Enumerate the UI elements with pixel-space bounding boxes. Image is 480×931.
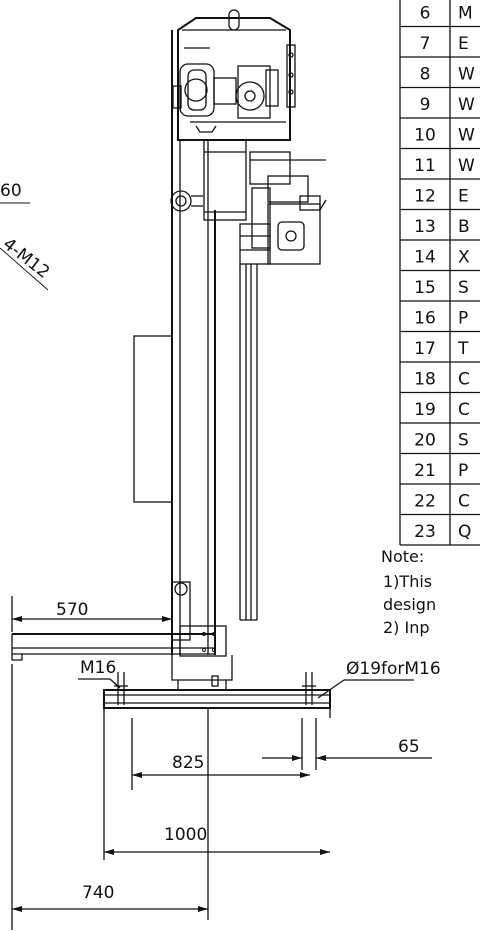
table-row-description: S [458,278,469,298]
table-row-description: B [458,217,470,237]
note-title: Note: [381,547,424,566]
table-row-description: C [458,492,470,512]
table-row-description: X [458,248,470,268]
dim-65-label: 65 [398,737,420,757]
table-row-description: W [458,126,475,146]
table-row-description: T [457,339,469,359]
table-row-number: 16 [414,309,436,329]
dim-740-label: 740 [82,883,114,903]
table-row-number: 13 [414,217,436,237]
table-row-number: 15 [414,278,436,298]
dim-m16-label: M16 [80,658,116,678]
table-row-description: C [458,400,470,420]
table-row-description: W [458,95,475,115]
dim-1000-label: 1000 [164,825,207,845]
table-row-number: 17 [414,339,436,359]
table-row-number: 23 [414,522,436,542]
table-row-number: 14 [414,248,436,268]
table-row-description: C [458,370,470,390]
table-row-number: 9 [420,95,431,115]
table-row-number: 18 [414,370,436,390]
table-row-description: W [458,156,475,176]
note-line-2: design [383,595,436,614]
table-row-description: M [458,4,473,24]
table-row-number: 20 [414,431,436,451]
table-row-description: P [458,461,468,481]
dimension-lines: 570 M16 Ø19forM16 65 825 1000 [11,596,441,930]
table-row-description: Q [458,522,471,542]
left-partial-view: 60 4-M12 [0,181,53,291]
table-row-description: P [458,309,468,329]
table-row-number: 19 [414,400,436,420]
note-line-3: 2) Inp [383,618,430,637]
table-row-description: W [458,65,475,85]
dim-570-label: 570 [56,600,88,620]
note-line-1: 1)This [383,572,432,591]
table-row-description: S [458,431,469,451]
dim-60-label: 60 [0,181,22,201]
table-row-number: 22 [414,492,436,512]
table-row-description: E [458,34,469,54]
table-row-number: 12 [414,187,436,207]
table-row-number: 21 [414,461,436,481]
dim-19-label: Ø19forM16 [346,659,441,679]
table-row-description: E [458,187,469,207]
dim-4m12-label: 4-M12 [0,234,53,283]
column-machine-body [11,9,331,718]
table-row-number: 8 [420,65,431,85]
table-row-number: 11 [414,156,436,176]
dim-825-label: 825 [172,753,204,773]
table-row-number: 6 [420,4,431,24]
notes-block: Note: 1)This design 2) Inp [381,547,436,637]
table-row-number: 10 [414,126,436,146]
table-row-number: 7 [420,34,431,54]
